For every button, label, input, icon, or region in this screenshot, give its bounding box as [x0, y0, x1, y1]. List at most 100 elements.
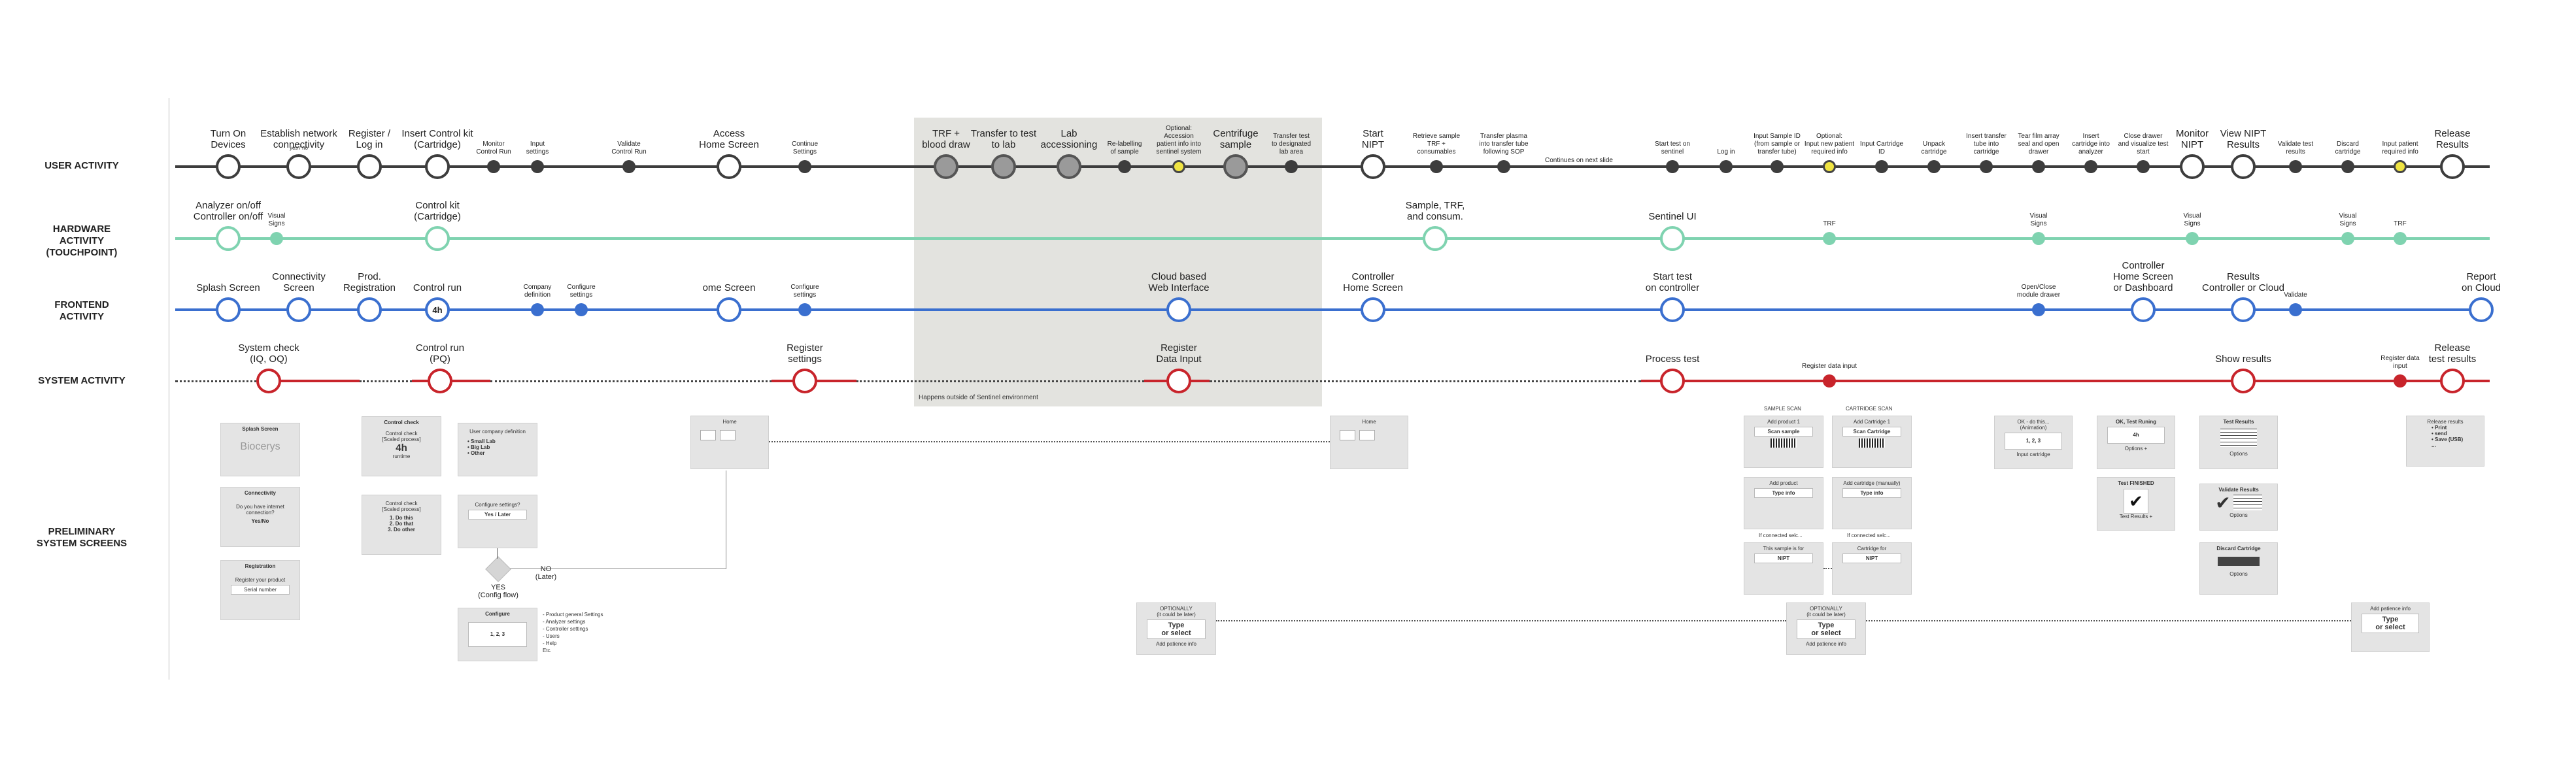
user-node-28 — [2084, 160, 2097, 173]
frontend-node-15-label: Validate — [2284, 291, 2307, 299]
hardware-node-5-label: Sentinel UI — [1648, 211, 1697, 222]
system-lane-dotted-2 — [360, 380, 412, 382]
screen-test-results: Test Results Options — [2199, 416, 2278, 469]
frontend-node-4: 4h — [425, 297, 450, 322]
frontend-node-7-label: ome Screen — [702, 282, 756, 293]
frontend-node-8 — [798, 303, 811, 316]
hardware-node-7 — [2032, 232, 2045, 245]
user-node-10-label: TRF + blood draw — [922, 128, 970, 150]
user-node-11 — [991, 154, 1016, 179]
user-node-21 — [1720, 160, 1733, 173]
test-running-caption[interactable]: Options + — [2124, 446, 2148, 452]
discard-cartridge-caption[interactable]: Options — [2229, 571, 2248, 577]
serial-number-field[interactable]: Serial number — [231, 585, 290, 595]
user-node-7-label: Validate Control Run — [611, 140, 647, 156]
add-product-1-title: Add product 1 — [1767, 419, 1800, 425]
screen-control-check-2: Control check [Scaled process] 1. Do thi… — [362, 495, 441, 555]
screen-sample-nipt: This sample is for NIPT — [1744, 542, 1823, 595]
screen-configure: Configure 1, 2, 3 — [458, 608, 537, 661]
hardware-node-1 — [216, 226, 241, 251]
validate-results-title: Validate Results — [2218, 487, 2259, 493]
hardware-node-3-label: Control kit (Cartridge) — [414, 200, 461, 222]
decision-no-label: NO (Later) — [535, 565, 557, 581]
screen-connectivity-body: Do you have internet connection? — [236, 504, 284, 516]
system-node-2-label: Control run (PQ) — [415, 342, 465, 365]
optional-2-button[interactable]: Type or select — [1797, 619, 1856, 639]
connected-note-1: If connected selc... — [1759, 533, 1803, 538]
user-lane-line — [175, 165, 2490, 168]
user-node-16 — [1285, 160, 1298, 173]
user-node-22 — [1771, 160, 1784, 173]
optional-1-button[interactable]: Type or select — [1147, 619, 1206, 639]
screen-add-product-1: Add product 1 Scan sample — [1744, 416, 1823, 468]
optional-1-title: OPTIONALLY (it could be later) — [1157, 606, 1196, 618]
hardware-node-10 — [2394, 232, 2407, 245]
user-node-13-label: Re-labelling of sample — [1107, 140, 1142, 156]
screen-configure-question: Configure settings? Yes / Later — [458, 495, 537, 548]
user-node-31-label: View NIPT Results — [2220, 128, 2267, 150]
outside-sentinel-zone — [914, 118, 1322, 406]
frontend-node-11 — [1660, 297, 1685, 322]
outside-sentinel-note: Happens outside of Sentinel environment — [919, 394, 1038, 401]
hardware-node-1-label: Analyzer on/off Controller on/off — [193, 200, 263, 222]
user-node-1 — [216, 154, 241, 179]
optional-3-button[interactable]: Type or select — [2361, 614, 2420, 633]
scan-sample-button[interactable]: Scan sample — [1754, 427, 1813, 437]
frontend-node-14-label: Results Controller or Cloud — [2202, 271, 2284, 293]
validate-results-caption[interactable]: Options — [2229, 512, 2248, 518]
screen-splash: Splash Screen Biocerys — [220, 423, 300, 476]
user-node-2 — [286, 154, 311, 179]
user-node-30 — [2180, 154, 2205, 179]
user-node-20-label: Start test on sentinel — [1655, 140, 1690, 156]
screen-company-definition-list[interactable]: • Small Lab • Big Lab • Other — [467, 438, 496, 456]
user-node-24 — [1875, 160, 1888, 173]
screen-company-definition-body: User company definition — [469, 429, 526, 435]
user-node-14 — [1172, 160, 1185, 173]
screen-configure-question-body: Configure settings? — [475, 502, 520, 508]
user-node-34-label: Input patient required info — [2382, 140, 2418, 156]
user-node-2-label: Establish network connectivity — [260, 128, 337, 150]
scan-cartridge-button[interactable]: Scan Cartridge — [1842, 427, 1901, 437]
user-node-30-label: Monitor NIPT — [2175, 128, 2209, 150]
barcode-icon — [1771, 438, 1797, 448]
system-node-7-label: Show results — [2215, 354, 2271, 365]
frontend-node-10-label: Controller Home Screen — [1343, 271, 1403, 293]
user-node-1-label: Turn On Devices — [210, 128, 246, 150]
screen-splash-logo: Biocerys — [240, 441, 280, 452]
frontend-node-16 — [2469, 297, 2494, 322]
screen-optional-2: OPTIONALLY (it could be later) Type or s… — [1786, 602, 1866, 655]
screen-configure-value[interactable]: 1, 2, 3 — [468, 622, 527, 647]
system-node-5 — [1660, 369, 1685, 393]
test-finished-caption[interactable]: Test Results + — [2119, 514, 2153, 519]
ok-animation-caption: Input cartridge — [2016, 452, 2050, 457]
user-node-6 — [531, 160, 544, 173]
hardware-lane-line — [175, 237, 2490, 240]
release-results-list[interactable]: • Print • send • Save (USB) ... — [2432, 425, 2464, 448]
home-1-buttons[interactable] — [700, 430, 768, 440]
user-node-26 — [1980, 160, 1993, 173]
frontend-node-15 — [2289, 303, 2302, 316]
user-node-6-label: Input settings — [526, 140, 549, 156]
screen-discard-cartridge: Discard Cartridge Options — [2199, 542, 2278, 595]
screen-company-definition: User company definition • Small Lab • Bi… — [458, 423, 537, 476]
system-lane-dotted — [175, 380, 273, 382]
cartridge-nipt-button[interactable]: NIPT — [1842, 553, 1901, 563]
user-node-9 — [798, 160, 811, 173]
configure-yes-later-button[interactable]: Yes / Later — [468, 510, 527, 519]
frontend-node-2-label: Connectivity Screen — [272, 271, 326, 293]
screen-connectivity-action[interactable]: Yes/No — [251, 518, 269, 524]
screen-ok-animation: OK - do this... (Animation) 1, 2, 3 Inpu… — [1994, 416, 2073, 469]
lane-title-system: SYSTEM ACTIVITY — [38, 375, 126, 386]
type-info-button[interactable]: Type info — [1842, 488, 1901, 498]
screen-registration-title: Registration — [245, 563, 276, 569]
home-2-buttons[interactable] — [1340, 430, 1408, 440]
screen-add-product-2: Add product Type info — [1744, 477, 1823, 529]
type-info-button[interactable]: Type info — [1754, 488, 1813, 498]
sample-nipt-button[interactable]: NIPT — [1754, 553, 1813, 563]
screen-optional-3: Add patience info Type or select — [2351, 602, 2430, 652]
nipt-connector — [1823, 568, 1832, 569]
system-node-5-label: Process test — [1645, 354, 1700, 365]
hardware-node-2 — [270, 232, 283, 245]
test-results-caption[interactable]: Options — [2229, 451, 2248, 457]
screen-home-1: Home — [690, 416, 769, 469]
